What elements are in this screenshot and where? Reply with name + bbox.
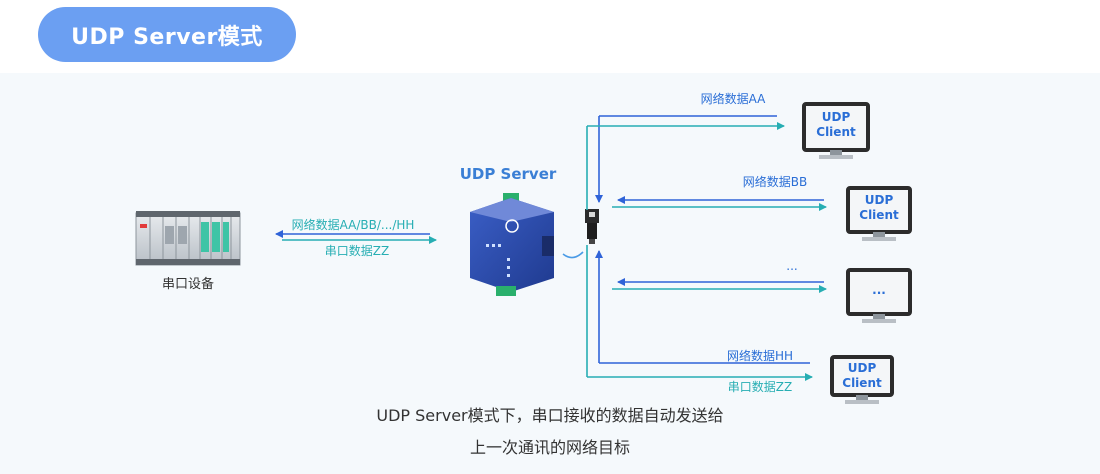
caption-line2: 上一次通讯的网络目标	[469, 438, 630, 457]
mode-title: UDP Server模式	[38, 7, 296, 62]
serial-device-label: 串口设备	[162, 276, 214, 292]
client2-monitor: UDP Client	[846, 186, 912, 241]
client1-label-line2: Client	[816, 125, 856, 139]
client3-monitor: ...	[846, 268, 912, 323]
serial-device	[135, 211, 241, 266]
client2-label-line1: UDP	[865, 193, 894, 207]
left-serial-data-label: 串口数据ZZ	[325, 243, 389, 258]
client2-label-line2: Client	[859, 208, 899, 222]
client4-label-line1: UDP	[848, 361, 877, 375]
client4-label-line2: Client	[842, 376, 882, 390]
client3-label-line1: ...	[872, 283, 886, 297]
client4-serial-label: 串口数据ZZ	[728, 379, 792, 394]
signal-arc	[562, 251, 584, 259]
client4-network-label: 网络数据HH	[727, 348, 793, 363]
network-connector-icon	[585, 209, 599, 244]
client4-monitor: UDP Client	[830, 355, 894, 404]
client2-network-label: 网络数据BB	[743, 174, 807, 189]
left-network-data-label: 网络数据AA/BB/.../HH	[292, 217, 415, 232]
client1-label-line1: UDP	[822, 110, 851, 124]
client1-network-label: 网络数据AA	[701, 91, 767, 106]
client1-monitor: UDP Client	[802, 102, 870, 159]
caption-line1: UDP Server模式下，串口接收的数据自动发送给	[376, 406, 724, 425]
udp-server-device	[470, 193, 554, 296]
server-label: UDP Server	[460, 165, 557, 183]
client3-network-label: ...	[786, 259, 797, 273]
